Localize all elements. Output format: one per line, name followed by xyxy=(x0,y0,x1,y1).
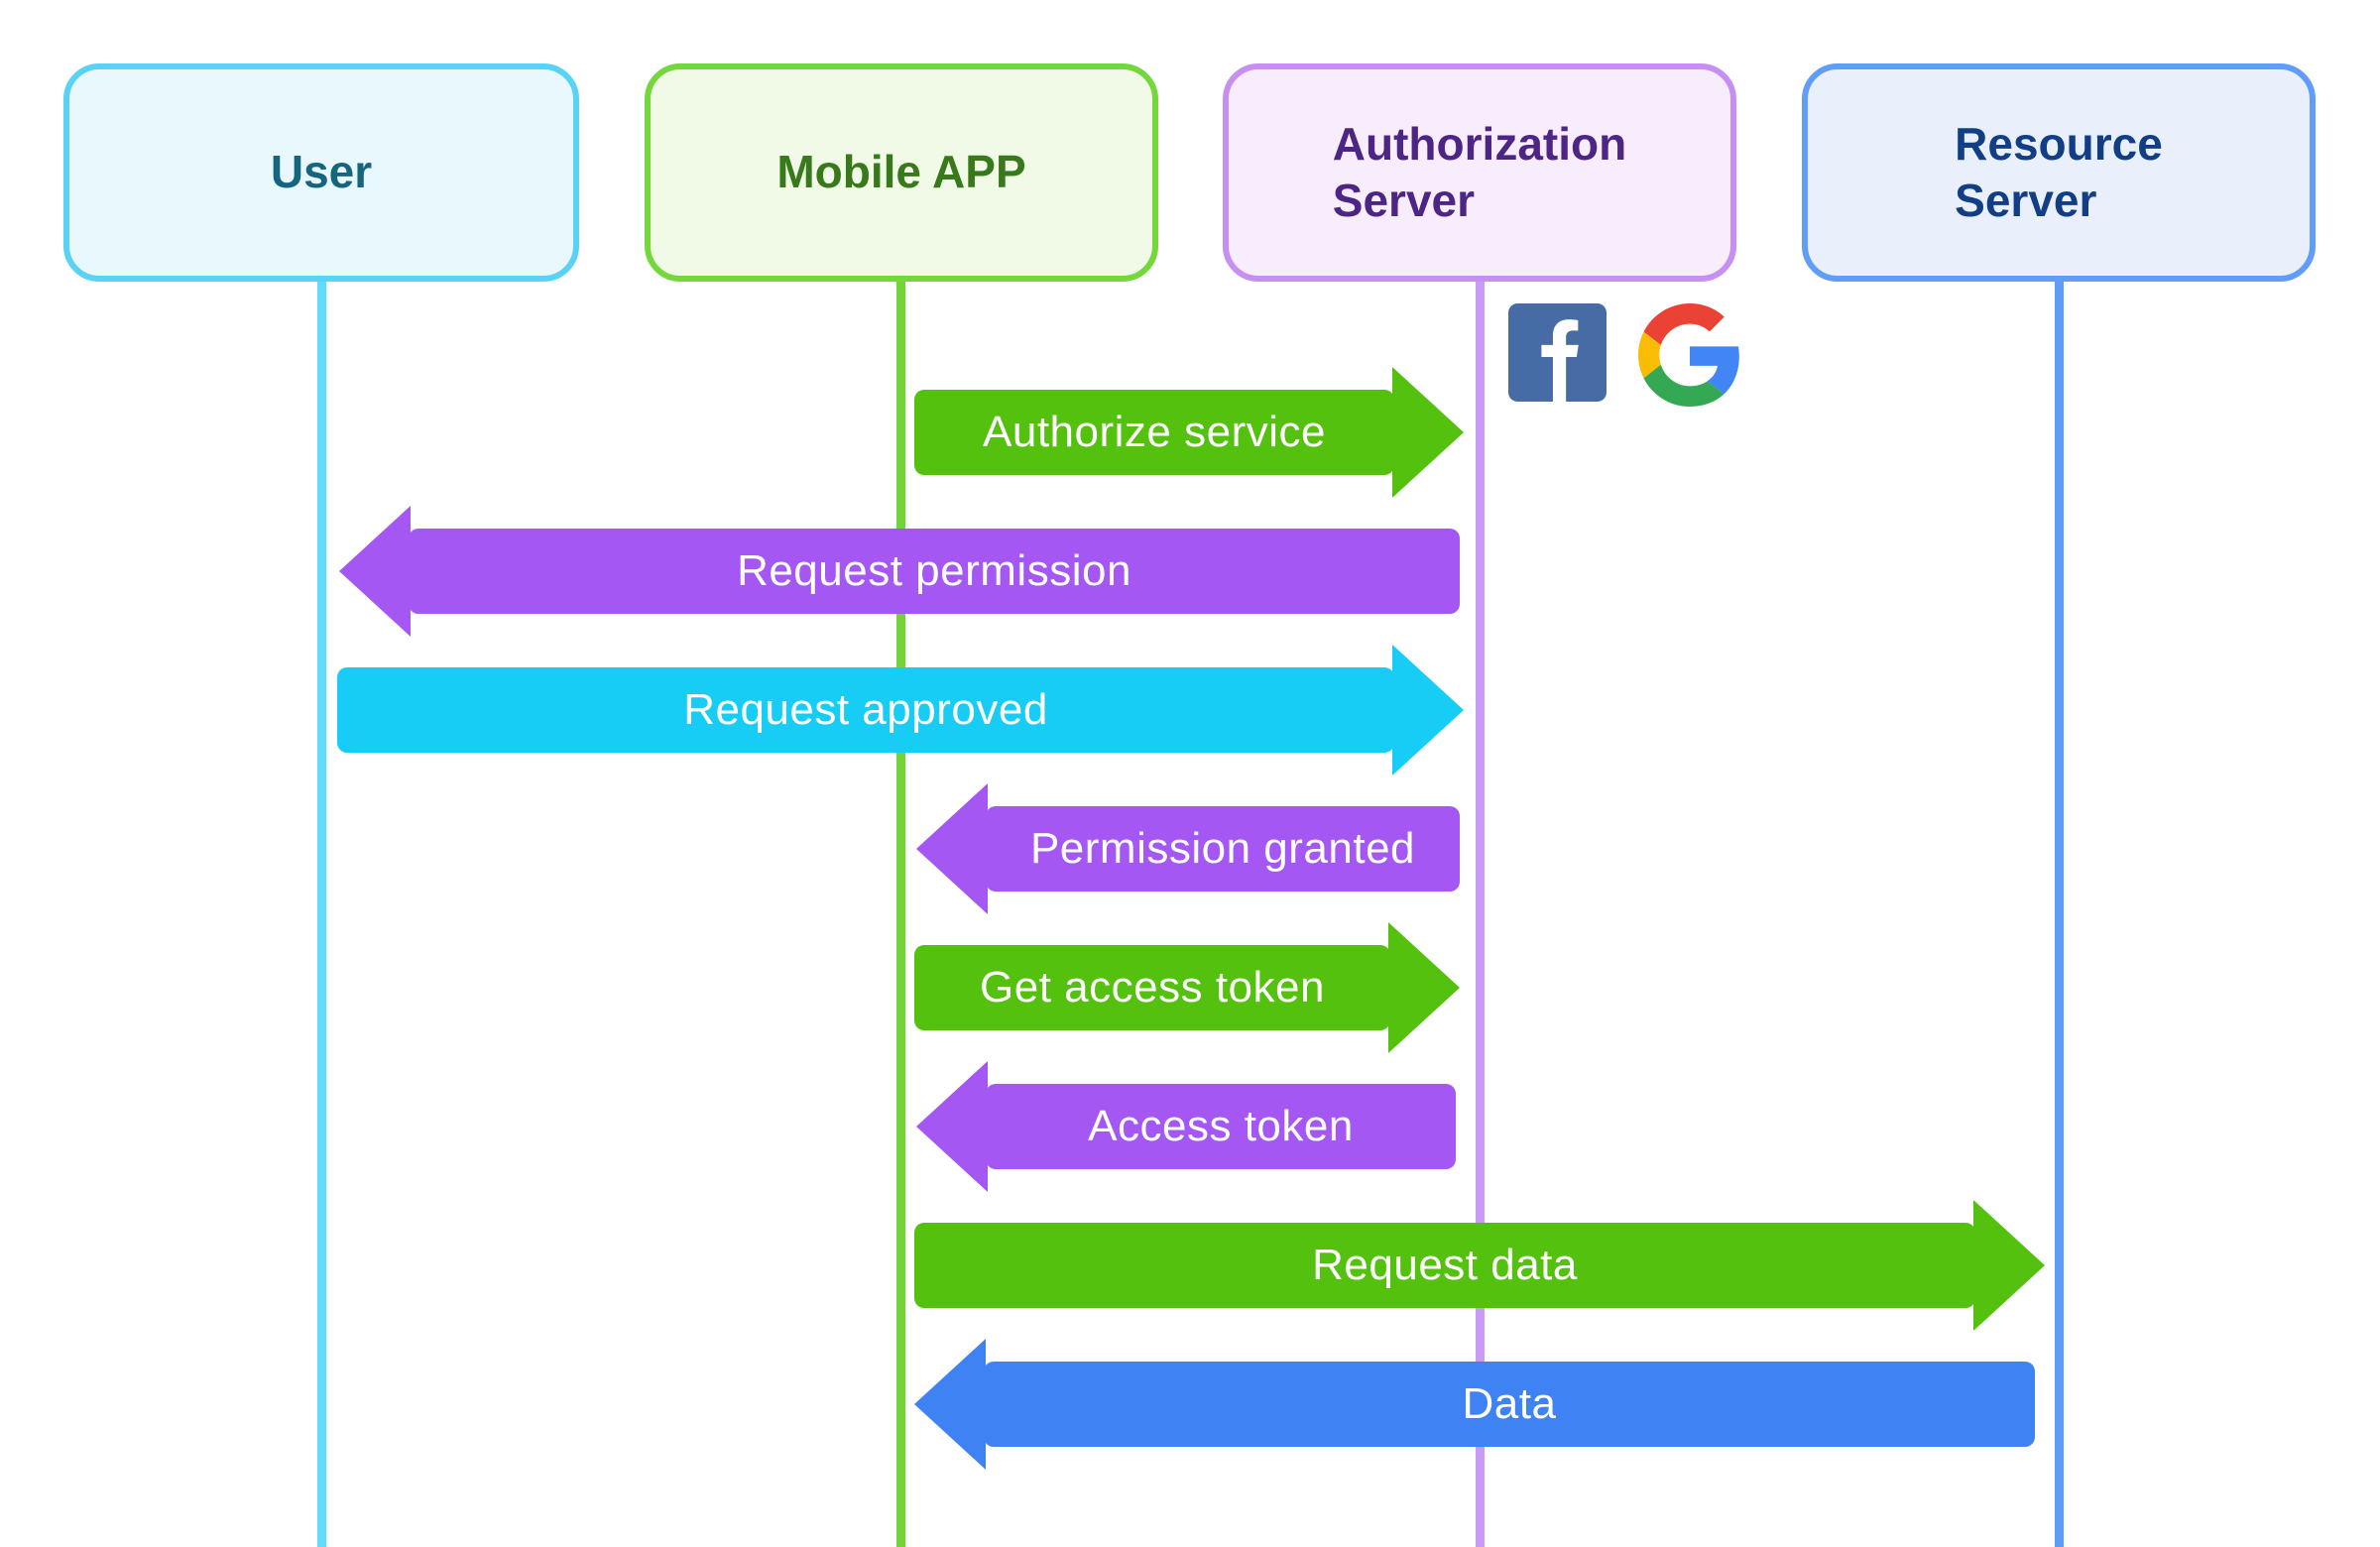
arrow-left-icon xyxy=(916,1061,988,1192)
message-request-permission: Request permission xyxy=(339,506,1460,637)
mobile-app-lifeline xyxy=(896,280,905,1547)
arrow-body: Request permission xyxy=(409,529,1460,614)
arrow-body: Authorize service xyxy=(914,390,1394,475)
arrow-body: Request approved xyxy=(337,667,1394,753)
message-access-token: Access token xyxy=(916,1061,1456,1192)
arrow-body: Request data xyxy=(914,1223,1975,1308)
arrow-left-icon xyxy=(339,506,411,637)
resource-server-lifeline xyxy=(2055,280,2064,1547)
authorization-server-lifeline xyxy=(1476,280,1485,1547)
actor-label-user: User xyxy=(270,146,373,198)
facebook-icon xyxy=(1508,303,1606,407)
message-label: Permission granted xyxy=(1029,824,1416,873)
actor-label-mobile-app: Mobile APP xyxy=(776,146,1026,198)
message-permission-granted: Permission granted xyxy=(916,783,1460,914)
message-label: Access token xyxy=(1088,1102,1354,1150)
actor-box-authorization-server: Authorization Server xyxy=(1223,63,1736,282)
message-request-data: Request data xyxy=(914,1200,2045,1331)
message-authorize-service: Authorize service xyxy=(914,367,1464,498)
arrow-body: Data xyxy=(984,1362,2035,1447)
actor-label-authorization-server: Authorization Server xyxy=(1332,117,1627,227)
arrow-body: Get access token xyxy=(914,945,1390,1030)
arrow-left-icon xyxy=(916,783,988,914)
user-lifeline xyxy=(317,280,326,1547)
arrow-right-icon xyxy=(1392,645,1464,775)
arrow-right-icon xyxy=(1973,1200,2045,1331)
arrow-body: Permission granted xyxy=(986,806,1460,892)
actor-box-user: User xyxy=(63,63,579,282)
message-label: Request permission xyxy=(737,546,1131,595)
message-data: Data xyxy=(914,1339,2035,1470)
message-label: Request approved xyxy=(683,685,1048,734)
message-label: Request data xyxy=(1312,1241,1578,1289)
message-request-approved: Request approved xyxy=(337,645,1464,775)
arrow-left-icon xyxy=(914,1339,986,1470)
arrow-right-icon xyxy=(1388,922,1460,1053)
identity-provider-icons xyxy=(1508,303,1741,407)
message-label: Authorize service xyxy=(983,408,1326,456)
message-label: Data xyxy=(1462,1379,1557,1428)
message-label: Get access token xyxy=(980,963,1325,1012)
actor-box-mobile-app: Mobile APP xyxy=(645,63,1158,282)
google-icon xyxy=(1638,303,1741,407)
arrow-right-icon xyxy=(1392,367,1464,498)
message-get-access-token: Get access token xyxy=(914,922,1460,1053)
actor-label-resource-server: Resource Server xyxy=(1955,117,2163,227)
arrow-body: Access token xyxy=(986,1084,1456,1169)
actor-box-resource-server: Resource Server xyxy=(1802,63,2316,282)
